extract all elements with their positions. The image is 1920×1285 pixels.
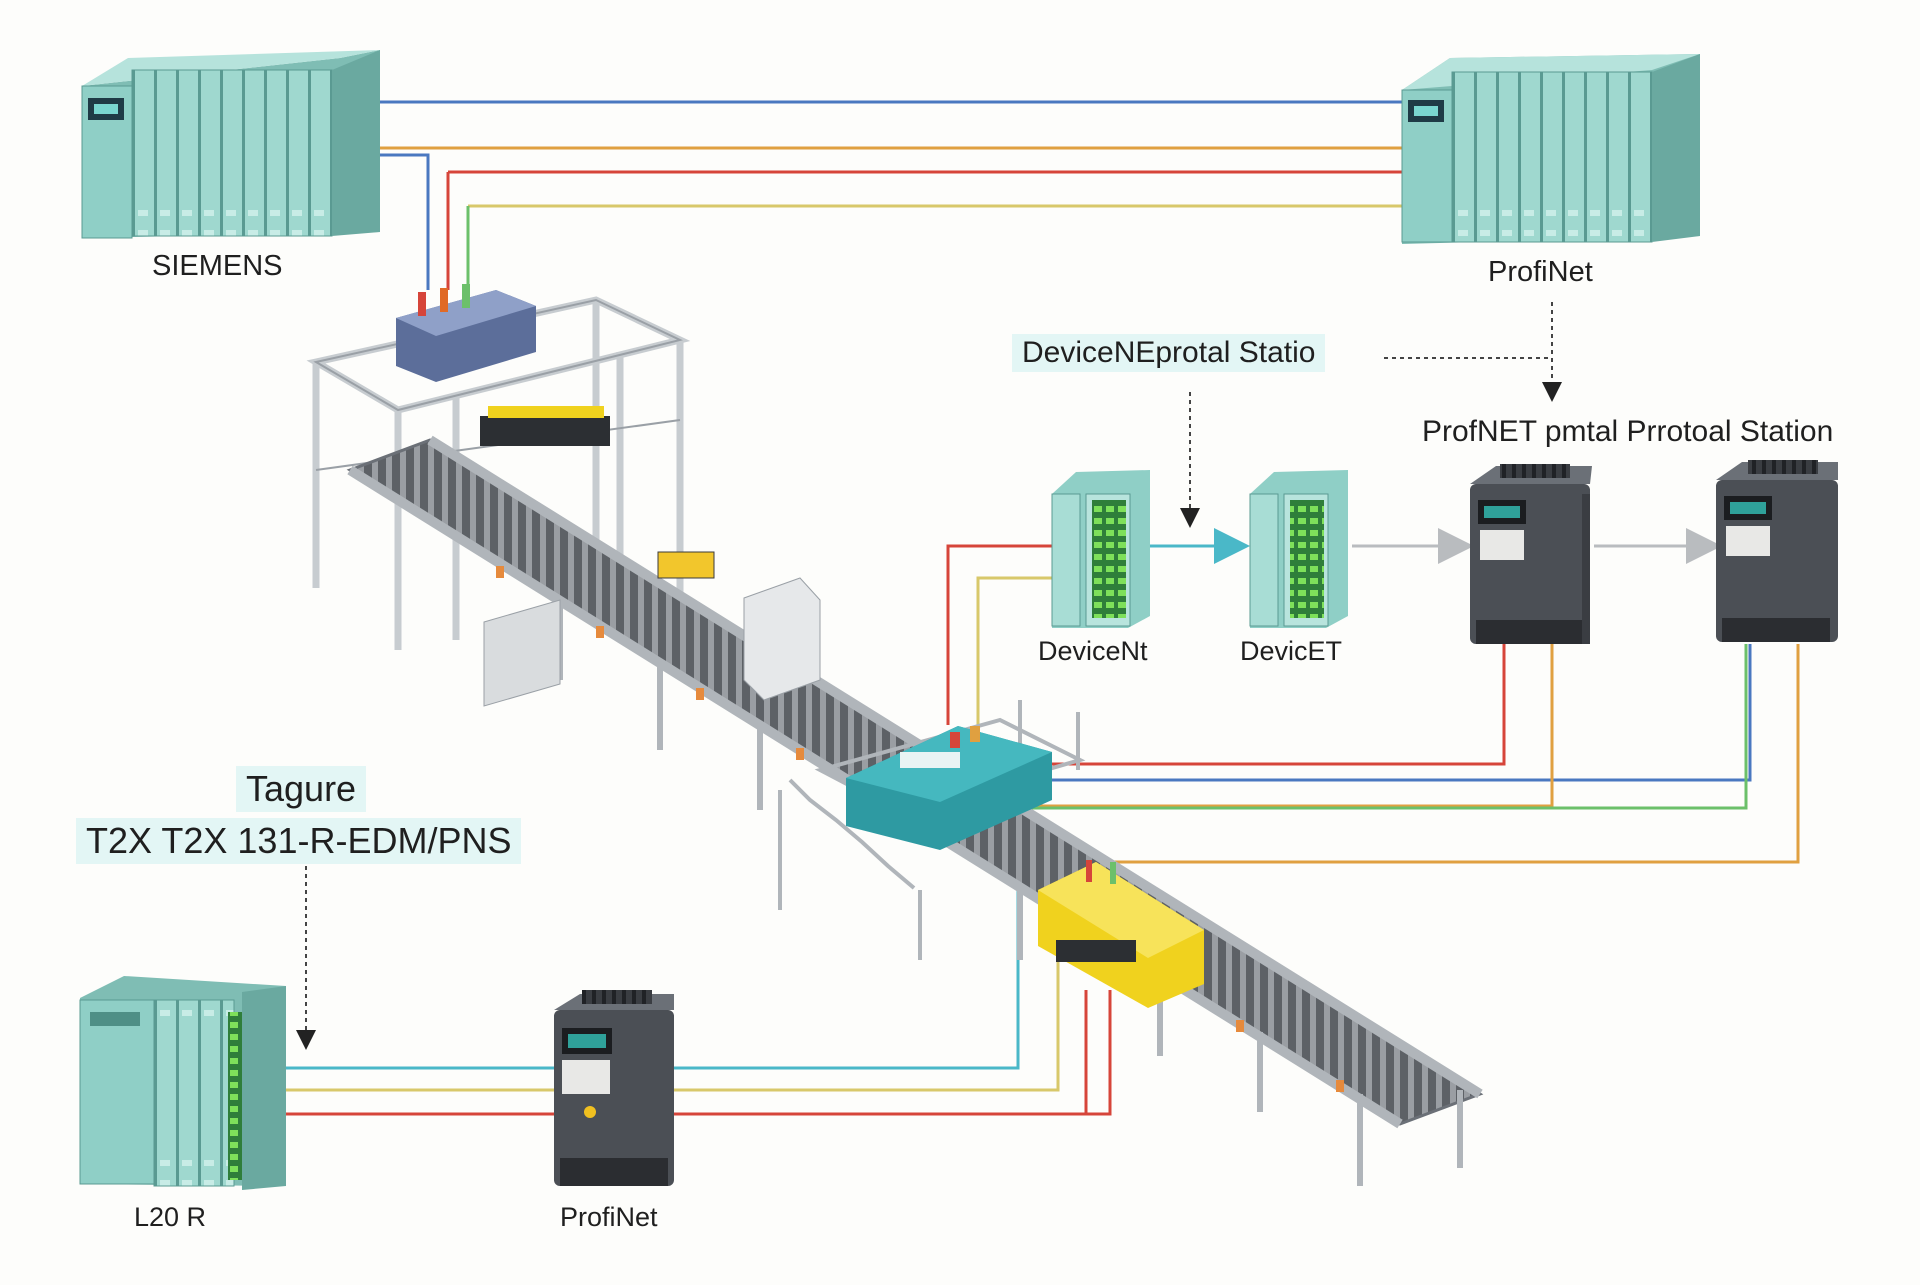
profinet-portal-station-label: ProfNET pmtal Prrotoal Station bbox=[1422, 415, 1834, 448]
profinet-drive-label: ProfiNet bbox=[560, 1202, 658, 1232]
tagure-label: Tagure bbox=[236, 766, 367, 812]
profinet-plc-label: ProfiNet bbox=[1488, 256, 1593, 288]
model-number-label: T2X T2X 131-R-EDM/PNS bbox=[76, 818, 522, 864]
cables bbox=[284, 100, 1800, 1116]
pointer-lines bbox=[296, 302, 1722, 1050]
junction-box-icon bbox=[846, 726, 1052, 850]
l20-plc-label: L20 R bbox=[134, 1202, 207, 1232]
devicet-module-label: DevicET bbox=[1240, 636, 1343, 666]
devicenet-module-label: DeviceNt bbox=[1038, 636, 1148, 666]
io-module-icon bbox=[1249, 470, 1348, 628]
frequency-drive-icon bbox=[1716, 460, 1838, 642]
plc-rack-icon bbox=[79, 976, 286, 1190]
plc-rack-icon bbox=[81, 50, 380, 239]
roller-conveyor-icon bbox=[306, 296, 1484, 1186]
plc-rack-icon bbox=[1401, 54, 1700, 244]
junction-box-icon bbox=[396, 284, 536, 382]
devicenet-portal-station-label: DeviceNEprotal Statio bbox=[1012, 334, 1326, 372]
frequency-drive-icon bbox=[1470, 464, 1592, 644]
frequency-drive-icon bbox=[554, 990, 674, 1186]
io-module-icon bbox=[1051, 470, 1150, 628]
junction-box-icon bbox=[1038, 860, 1204, 1008]
siemens-plc-label: SIEMENS bbox=[152, 250, 283, 282]
